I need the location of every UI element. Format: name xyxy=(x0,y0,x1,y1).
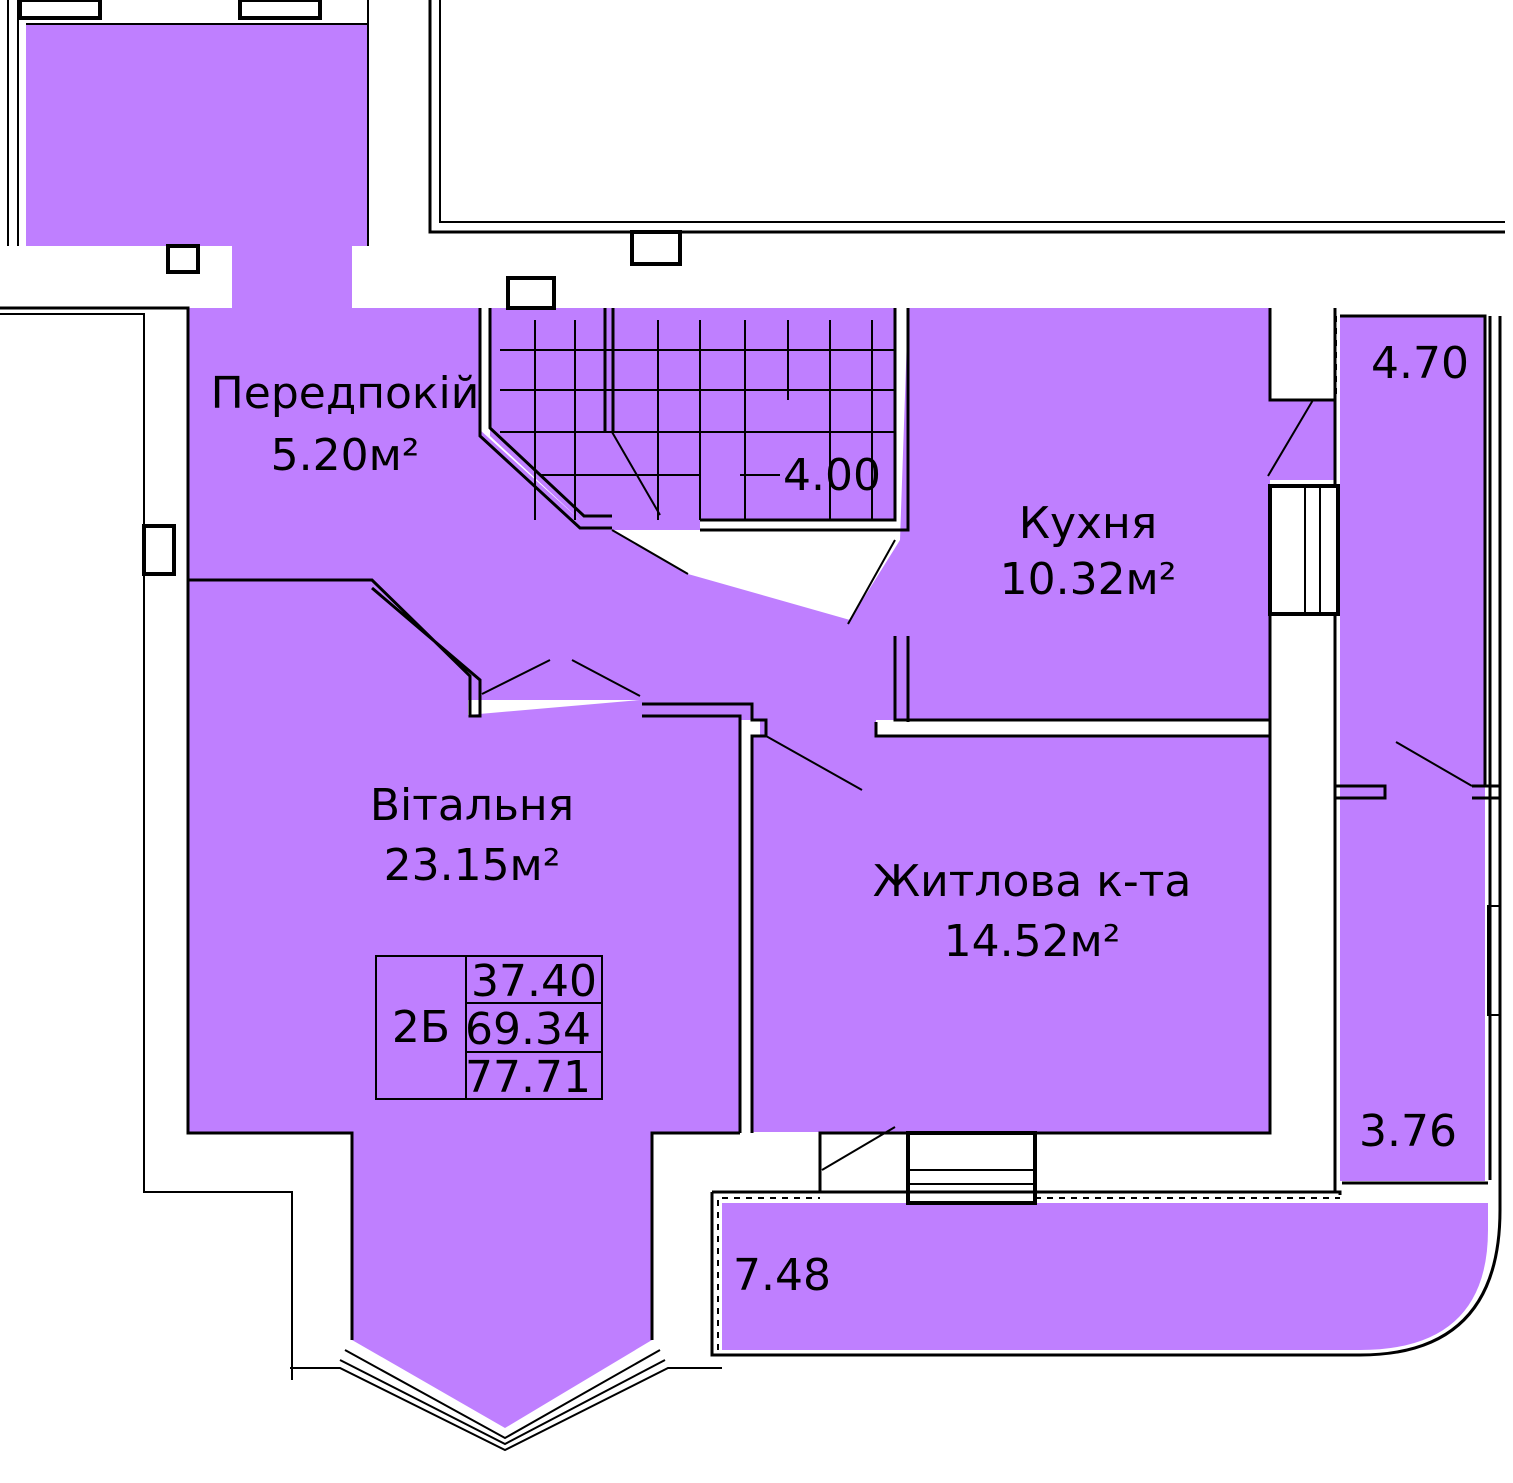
hallway-name: Передпокій xyxy=(211,368,480,419)
apartment-type: 2Б xyxy=(392,1002,450,1053)
bathroom-area: 4.00 xyxy=(783,450,881,501)
living-room-name: Вітальня xyxy=(370,780,574,831)
bedroom-area: 14.52м² xyxy=(944,916,1121,967)
hallway-area: 5.20м² xyxy=(271,430,420,481)
total-area-value: 69.34 xyxy=(465,1004,591,1055)
kitchen-room xyxy=(908,308,1270,720)
living-room xyxy=(188,595,740,1428)
neighbor-balcony xyxy=(26,24,368,246)
kitchen-area: 10.32м² xyxy=(1000,554,1177,605)
living-area-value: 37.40 xyxy=(471,956,597,1007)
loggia-right-top-area: 4.70 xyxy=(1371,338,1469,389)
apartment-info-box: 2Б 37.40 69.34 77.71 xyxy=(375,955,603,1103)
bedroom-name: Житлова к-та xyxy=(873,856,1192,907)
kitchen-name: Кухня xyxy=(1019,498,1158,549)
loggia-right-bottom-area: 3.76 xyxy=(1359,1106,1457,1157)
full-area-value: 77.71 xyxy=(465,1052,591,1103)
loggia-right xyxy=(1340,316,1485,1181)
bathroom-tiles xyxy=(500,320,895,520)
balcony-bottom-area: 7.48 xyxy=(733,1250,831,1301)
balcony-bottom xyxy=(722,1203,1488,1350)
living-room-area: 23.15м² xyxy=(384,840,561,891)
bedroom-room xyxy=(752,736,1270,1132)
